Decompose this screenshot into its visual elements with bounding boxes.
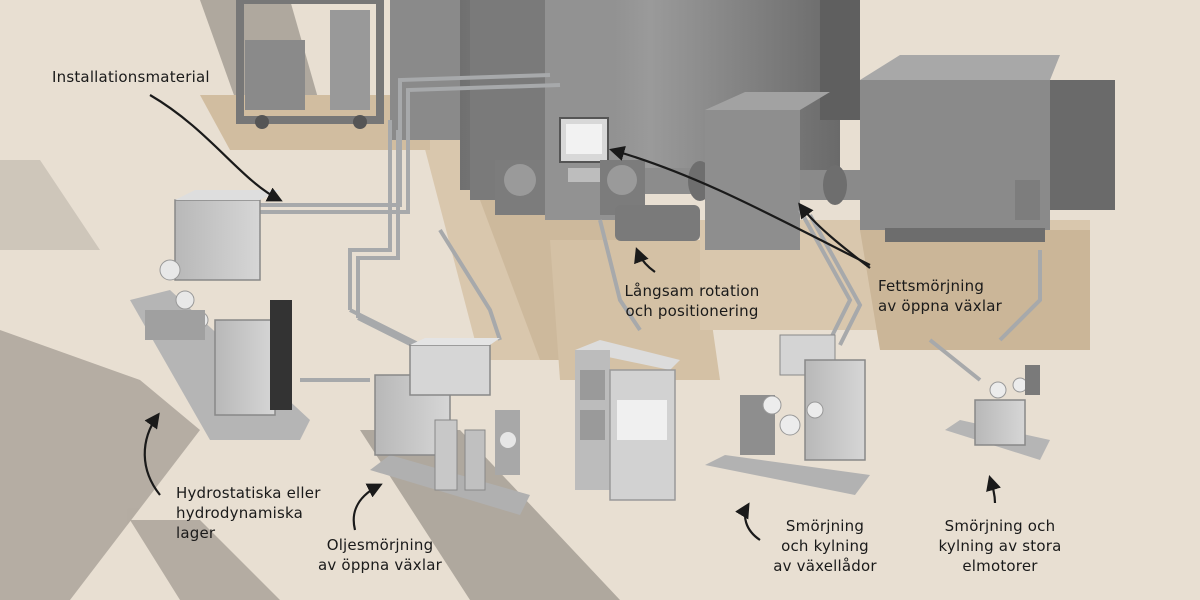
- arrow-oil: [352, 483, 383, 531]
- gearbox-lubrication-unit: [705, 334, 870, 495]
- label-motor-lubrication: Smörjning och kylning av stora elmotorer: [938, 517, 1062, 575]
- oil-lubrication-unit: [370, 338, 530, 515]
- arrow-motor: [986, 475, 1001, 504]
- electric-motor: [860, 55, 1115, 242]
- slow-rotation-cabinet: [575, 340, 680, 501]
- label-installation-material: Installationsmaterial: [52, 68, 210, 86]
- arrow-slow-rotation: [634, 247, 656, 273]
- arrow-hydrostatic: [143, 412, 161, 496]
- pipework: [250, 73, 1042, 382]
- arrow-installation: [149, 94, 283, 202]
- hydrostatic-unit: [130, 190, 310, 440]
- drive-train: [615, 92, 870, 250]
- motor-lubrication-unit: [945, 365, 1050, 460]
- callout-arrows: [143, 94, 1001, 541]
- label-slow-rotation: Långsam rotation och positionering: [624, 282, 760, 320]
- label-gearbox-lubrication: Smörjning och kylning av växellådor: [773, 517, 877, 575]
- arrow-grease-2: [798, 202, 871, 269]
- top-left-frame: [236, 0, 384, 129]
- label-oil-lubrication: Oljesmörjning av öppna växlar: [318, 536, 442, 574]
- arrow-gearbox: [735, 502, 761, 541]
- control-panel: [559, 117, 609, 182]
- label-hydrostatic-bearings: Hydrostatiska eller hydrodynamiska lager: [176, 484, 321, 542]
- label-grease-lubrication: Fettsmörjning av öppna växlar: [878, 277, 1002, 315]
- arrow-grease-1: [609, 145, 871, 266]
